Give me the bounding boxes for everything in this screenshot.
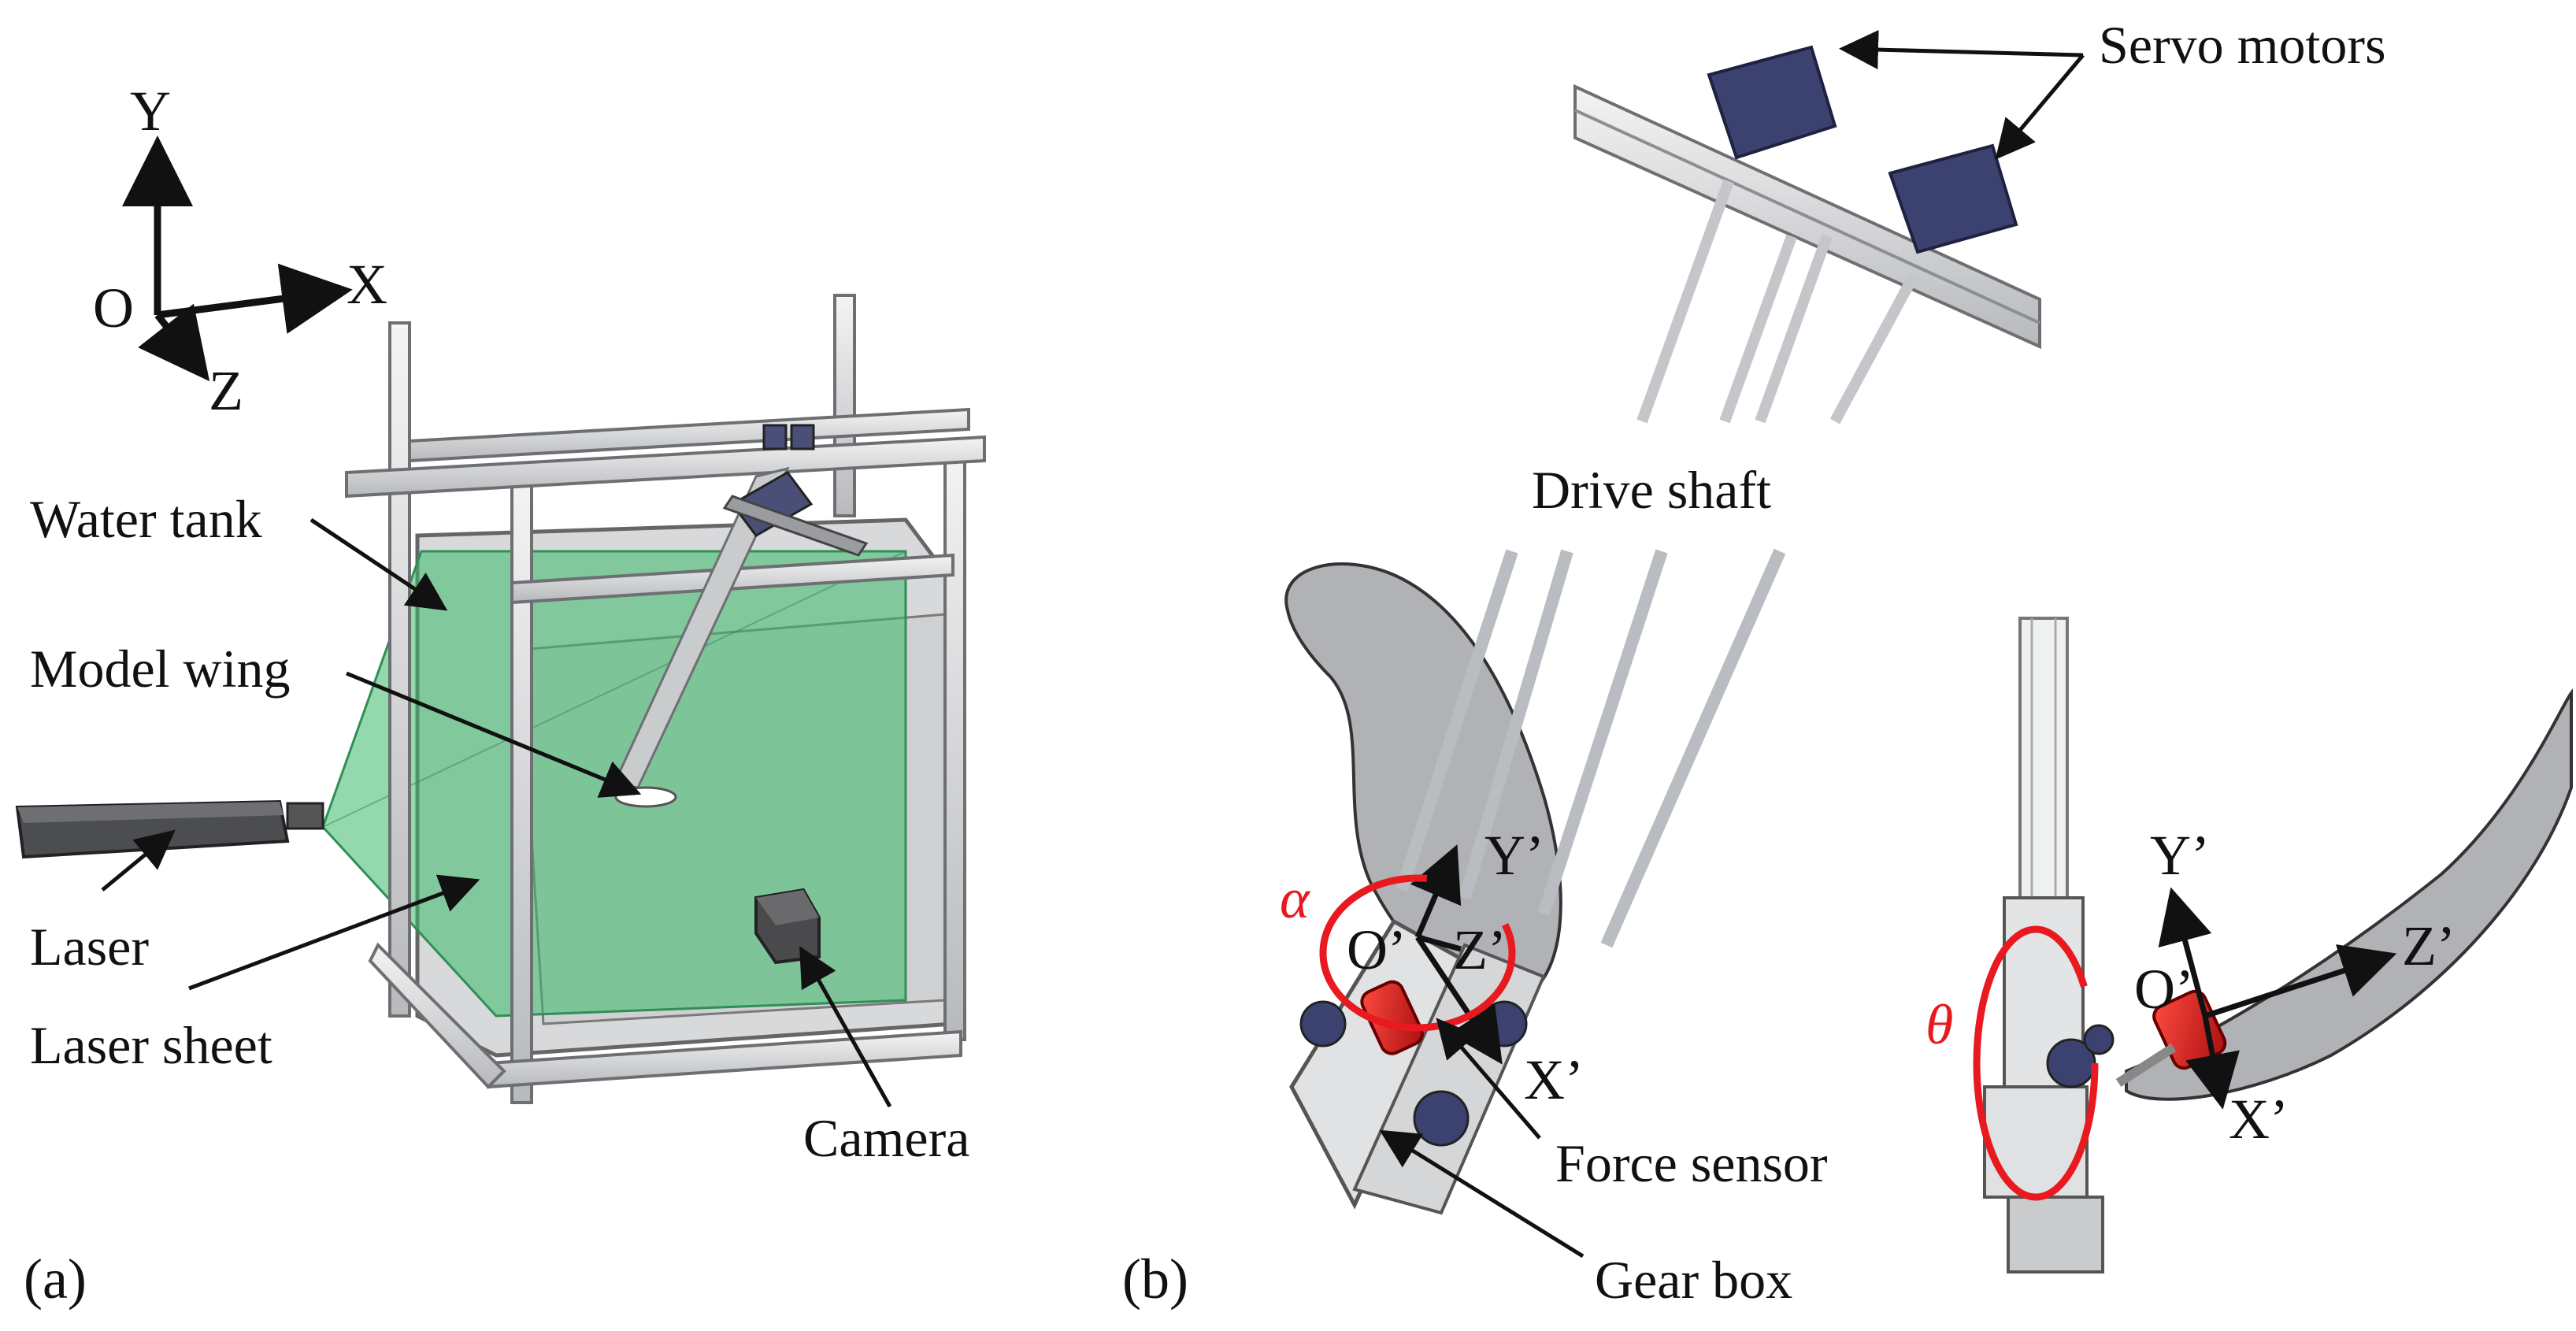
label-water-tank: Water tank — [30, 489, 262, 549]
local-x-right: X’ — [2229, 1088, 2289, 1151]
wing-assembly-right — [1983, 617, 2573, 1274]
global-axes: Y X O Z — [93, 80, 387, 422]
model-wing-right — [2125, 688, 2573, 1101]
servo-rail — [1573, 45, 2041, 350]
axis-origin-label: O — [93, 276, 134, 339]
local-z-left: Z’ — [1453, 918, 1507, 981]
local-y-right: Y’ — [2150, 824, 2210, 887]
force-sensor-left — [1360, 980, 1424, 1055]
drive-rods-upper — [1636, 179, 1919, 425]
tank-frame — [345, 294, 986, 1104]
servo-motor-right — [1888, 143, 2018, 254]
servo-leaders — [1839, 30, 2085, 160]
theta-symbol: θ — [1926, 993, 1953, 1056]
local-x-left: X’ — [1524, 1048, 1584, 1111]
laser-device — [15, 799, 324, 859]
x-axis-arrow — [157, 263, 353, 334]
axis-z-label: Z — [209, 359, 243, 422]
local-z-right: Z’ — [2402, 914, 2456, 977]
gear-box-right — [1983, 1085, 2089, 1199]
local-o-right: O’ — [2134, 958, 2194, 1021]
model-wing-shape — [614, 786, 677, 808]
axis-y-label: Y — [130, 80, 171, 143]
local-axes-right: Y’ O’ Z’ X’ θ — [1926, 824, 2456, 1201]
local-o-left: O’ — [1347, 918, 1407, 981]
label-camera: Camera — [803, 1108, 969, 1168]
drive-rods-right — [2018, 617, 2069, 903]
local-axes-left: Y’ O’ Z’ X’ α — [1280, 824, 1584, 1111]
axis-x-label: X — [347, 253, 387, 316]
label-gear-box: Gear box — [1595, 1250, 1792, 1310]
camera-device — [754, 888, 821, 965]
theta-rotation-arrow — [1973, 925, 2099, 1201]
label-model-wing: Model wing — [30, 639, 291, 699]
label-force-sensor: Force sensor — [1555, 1133, 1828, 1193]
panel-a-tag: (a) — [24, 1248, 87, 1311]
panel-b-tag: (b) — [1122, 1248, 1188, 1311]
label-laser-sheet: Laser sheet — [30, 1015, 272, 1075]
bevel-gear — [1413, 1090, 1470, 1147]
alpha-symbol: α — [1280, 867, 1310, 930]
label-servo-motors: Servo motors — [2099, 15, 2386, 75]
z-axis-arrow — [138, 303, 210, 382]
alpha-rotation-arrow — [1319, 874, 1516, 1032]
panel-b-leaders — [1379, 1018, 1585, 1259]
servo-motor-left — [1707, 45, 1837, 160]
label-laser: Laser — [30, 917, 149, 977]
label-drive-shaft: Drive shaft — [1532, 460, 1771, 520]
drive-rods-left — [1395, 548, 1786, 948]
panel-a-leaders — [101, 517, 892, 1108]
water-tank-rig — [15, 294, 986, 1104]
local-y-left: Y’ — [1484, 824, 1544, 887]
